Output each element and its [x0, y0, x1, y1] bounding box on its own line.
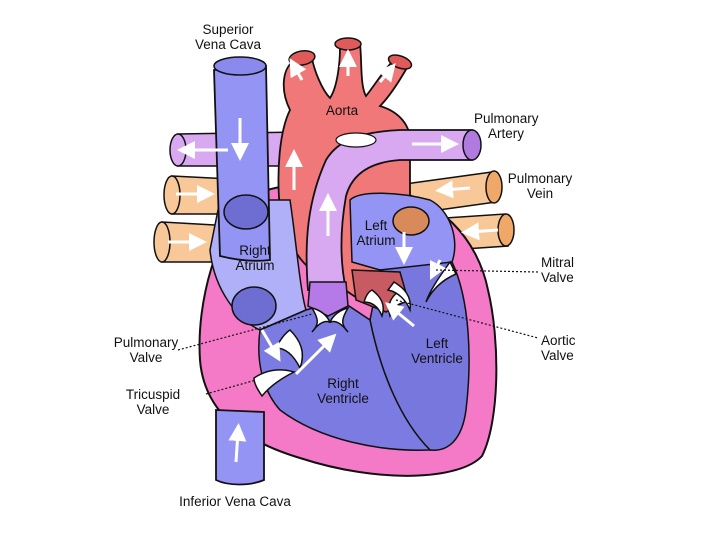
flow-arrow	[294, 333, 337, 376]
flow-arrow	[228, 423, 247, 463]
flow-arrow	[385, 302, 415, 328]
aortic-opening	[335, 132, 377, 148]
blood-flow-arrows	[168, 49, 499, 463]
pulmonary-vein-opening	[392, 206, 430, 236]
label-aorta: Aorta	[325, 103, 359, 118]
flow-arrow	[260, 329, 281, 362]
flow-arrow	[461, 222, 499, 241]
leader-lines	[177, 269, 539, 395]
flow-arrow	[289, 58, 307, 81]
superior-vena-cava	[213, 56, 277, 326]
tricuspid-valve	[253, 329, 304, 398]
flow-arrow	[377, 63, 396, 83]
pulmonary-artery	[305, 129, 482, 291]
inferior-vena-cava	[215, 409, 265, 486]
pulmonary-valve	[310, 306, 350, 333]
flow-arrow	[429, 259, 447, 281]
pulmonary-root	[307, 281, 349, 317]
label-inferior-vena-cava: Inferior Vena Cava	[179, 494, 291, 509]
flow-arrow	[435, 180, 471, 199]
